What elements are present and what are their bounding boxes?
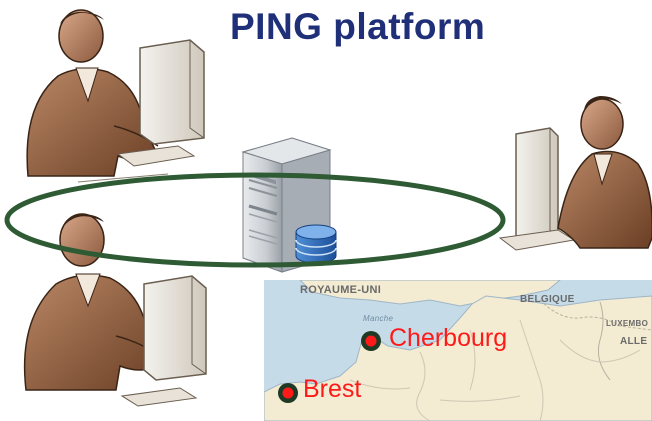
map-label-luxembourg: LUXEMBO	[606, 319, 649, 328]
network-ring	[4, 172, 506, 268]
map-of-france	[264, 280, 652, 421]
map-label-manche: Manche	[363, 314, 394, 323]
slide-title: PING platform	[230, 6, 486, 47]
user-at-computer-icon	[498, 96, 652, 251]
map-label-royaume-uni: ROYAUME-UNI	[300, 284, 382, 296]
city-label-cherbourg: Cherbourg	[389, 324, 508, 352]
map-label-belgique: BELGIQUE	[520, 294, 575, 305]
user-at-computer-icon	[23, 213, 207, 407]
database-icon	[295, 224, 337, 264]
map-label-allemagne: ALLE	[620, 336, 648, 347]
city-label-brest: Brest	[303, 375, 362, 403]
user-at-computer-icon	[26, 9, 205, 183]
server-with-database-icon	[241, 137, 337, 273]
